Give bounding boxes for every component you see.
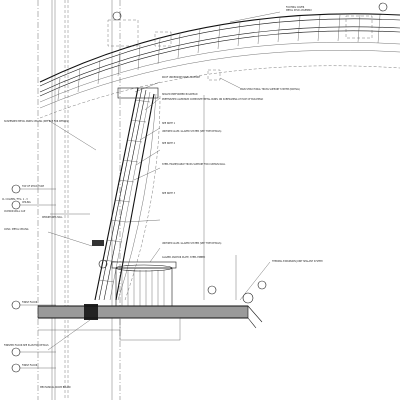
label-glazing-note-2: STEEL FRAME/CABLE TRUSS SUPPORT FOR CURT… [162,163,226,166]
leader-lines [47,11,281,351]
label-see-note-3: SEE NOTE 3 [162,192,176,195]
label-left-note-3: DEPARTURES HALL [42,216,63,219]
label-joint-note: THERMAL EXPANSION JOINT SEALANT SYSTEM [272,260,323,263]
level-markers [20,188,56,369]
label-level-2: CEILING [22,201,31,204]
label-glazing-note-1: UNITIZED ALUM. GLAZED SYSTEM (SEE TYPE D… [162,130,221,133]
label-level-4: FINISH FLOOR [22,364,38,367]
label-bottom-note: MECHANICAL ROOM BELOW [40,386,71,389]
label-see-note-2: SEE NOTE 2 [162,142,176,145]
label-left-note-2: CURTAIN WALL CAP [4,210,26,213]
curved-roof-assembly [39,13,400,119]
label-left-note-1: SUSPENDED METAL PANEL CEILING (SEE RCP F… [4,120,69,123]
label-glazing-note-3: UNITIZED ALUM. GLAZED SYSTEM (SEE TYPE D… [162,242,221,245]
label-top-right-1: FOOTING COVER [286,6,305,9]
label-bulkhead-note: SEALED PREFORMED BULKHEAD [162,93,198,96]
label-seat-note: GLAZED ANCHOR PLATE, STEEL EMBED [162,256,206,259]
label-roof-note: ROOF UNDERSIDE PANEL SUPPORT [162,76,201,79]
label-grid-1: CL COLUMN / FTG. 1 - 3 [2,198,28,201]
cylindrical-element [111,261,177,307]
label-anchor-note: MAIN STRUCTURAL TRUSS SUPPORT SYSTEM (PA… [240,88,300,91]
label-level-3: FINISH FLOOR [22,301,38,304]
label-left-note-5: FINISHED FLOOR SEE PLAN FOR DETAILS [4,344,49,347]
annotation-labels: FOOTING COVER METAL STUD ASSEMBLY ROOF U… [2,6,323,389]
floor-slab [37,304,263,341]
label-top-right-2: METAL STUD ASSEMBLY [286,9,313,12]
label-left-note-4: CONC. METAL CEILING [4,228,29,231]
label-coping-note: PREFINISHED ALUMINUM COMPOSITE METAL PAN… [162,98,264,101]
label-see-note-1: SEE NOTE 1 [162,122,176,125]
label-level-1: TOP OF STRUCTURE [22,185,45,188]
callout-bubbles [11,2,388,373]
